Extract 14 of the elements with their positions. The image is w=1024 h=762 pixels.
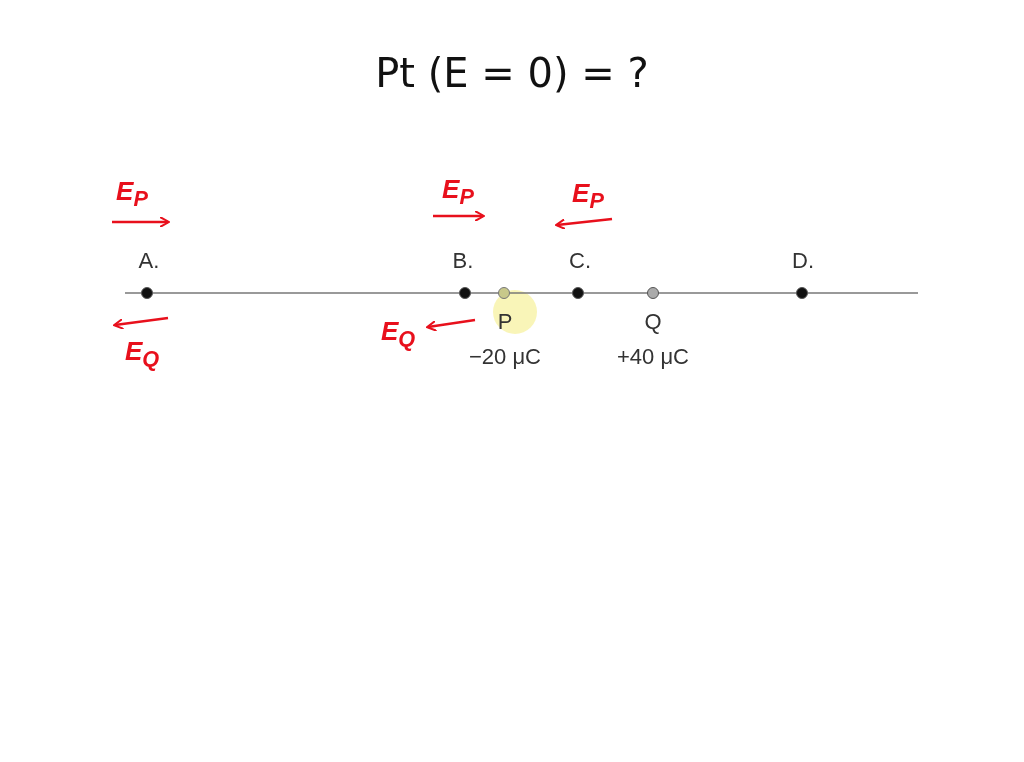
point-label: C. bbox=[569, 250, 591, 272]
point-label: +40 μC bbox=[617, 346, 689, 368]
point-label: Q bbox=[644, 311, 662, 333]
point-label: P bbox=[497, 311, 513, 333]
field-label: E$_{Q}$ bbox=[124, 338, 160, 370]
field-label: E$_{P}$ bbox=[572, 180, 604, 212]
field-label: E$_{P}$ bbox=[442, 176, 474, 208]
point-label: B. bbox=[452, 250, 474, 272]
point-label: A. bbox=[138, 250, 160, 272]
point-label: −20 μC bbox=[469, 346, 541, 368]
field-label: E$_{Q}$ bbox=[380, 318, 416, 350]
point-label: D. bbox=[792, 250, 814, 272]
title: Pt (E = 0) = ? bbox=[374, 50, 650, 96]
field-label: E$_{P}$ bbox=[116, 178, 148, 210]
